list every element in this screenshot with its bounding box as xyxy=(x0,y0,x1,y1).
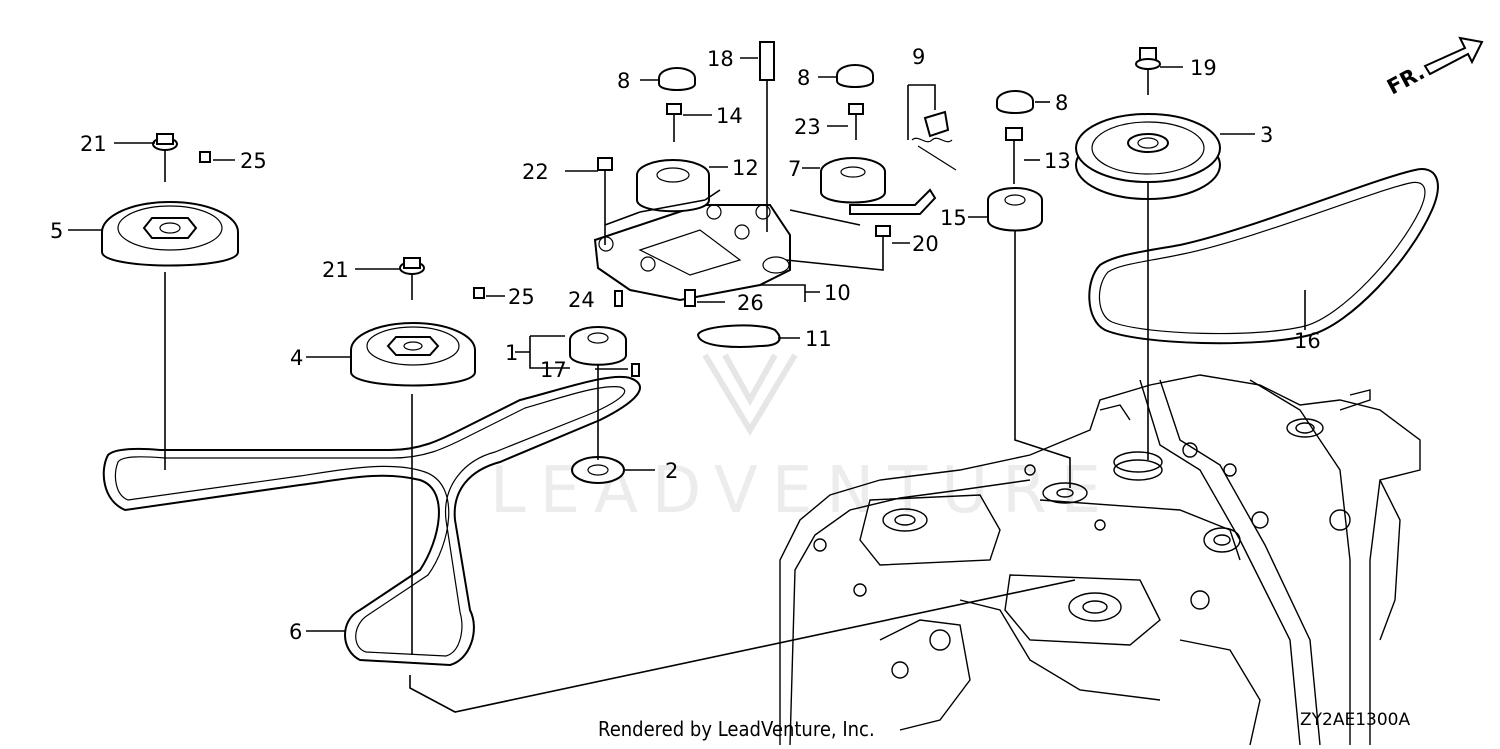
callout-8c: 8 xyxy=(1055,91,1068,115)
drive-belt xyxy=(1088,168,1439,345)
callout-24: 24 xyxy=(568,288,595,312)
engine-block xyxy=(779,374,1421,746)
render-credit: Rendered by LeadVenture, Inc. xyxy=(598,717,875,741)
callout-18: 18 xyxy=(707,47,734,71)
callout-7: 7 xyxy=(788,157,801,181)
bolts xyxy=(152,41,1161,377)
idler-pulley-12 xyxy=(636,159,710,213)
callout-22: 22 xyxy=(522,160,549,184)
callout-2: 2 xyxy=(665,459,678,483)
callout-15: 15 xyxy=(940,206,967,230)
spring-9 xyxy=(911,110,957,171)
crank-gear-2 xyxy=(571,456,625,484)
callout-10: 10 xyxy=(824,281,851,305)
callout-17: 17 xyxy=(540,358,567,382)
crankshaft-pulley xyxy=(1075,113,1221,200)
callout-23: 23 xyxy=(794,115,821,139)
callout-21b: 21 xyxy=(322,258,349,282)
front-direction-marker: FR. xyxy=(1383,36,1484,99)
caps-8 xyxy=(658,64,1034,114)
callout-8a: 8 xyxy=(617,69,630,93)
callout-25a: 25 xyxy=(240,149,267,173)
collar-15 xyxy=(987,187,1043,232)
callout-1: 1 xyxy=(505,341,518,365)
callout-20: 20 xyxy=(912,232,939,256)
tensioner-bracket xyxy=(593,204,791,302)
callout-12: 12 xyxy=(732,156,759,180)
arrow-icon xyxy=(1423,36,1484,76)
callout-4: 4 xyxy=(290,346,303,370)
callout-6: 6 xyxy=(289,620,302,644)
callout-26: 26 xyxy=(737,291,764,315)
camshaft-pulley-5 xyxy=(101,201,239,267)
callout-11: 11 xyxy=(805,327,832,351)
diagram-code: ZY2AE1300A xyxy=(1300,710,1411,730)
callout-labels: 1 2 3 4 5 6 7 8 8 8 9 10 11 12 13 14 15 … xyxy=(50,45,1321,644)
leader-lines xyxy=(68,57,1306,713)
callout-16: 16 xyxy=(1294,329,1321,353)
o-ring-11 xyxy=(696,324,781,348)
callout-19: 19 xyxy=(1190,56,1217,80)
callout-9: 9 xyxy=(912,45,925,69)
callout-5: 5 xyxy=(50,219,63,243)
camshaft-pulley-4 xyxy=(350,322,476,387)
crank-gear-1 xyxy=(569,326,627,366)
callout-14: 14 xyxy=(716,104,743,128)
callout-8b: 8 xyxy=(797,66,810,90)
callout-21a: 21 xyxy=(80,132,107,156)
direction-label: FR. xyxy=(1383,60,1429,99)
callout-3: 3 xyxy=(1260,123,1273,147)
callout-13: 13 xyxy=(1044,149,1071,173)
tensioner-pulley-7 xyxy=(820,157,937,215)
timing-belt xyxy=(102,375,641,667)
callout-25b: 25 xyxy=(508,285,535,309)
